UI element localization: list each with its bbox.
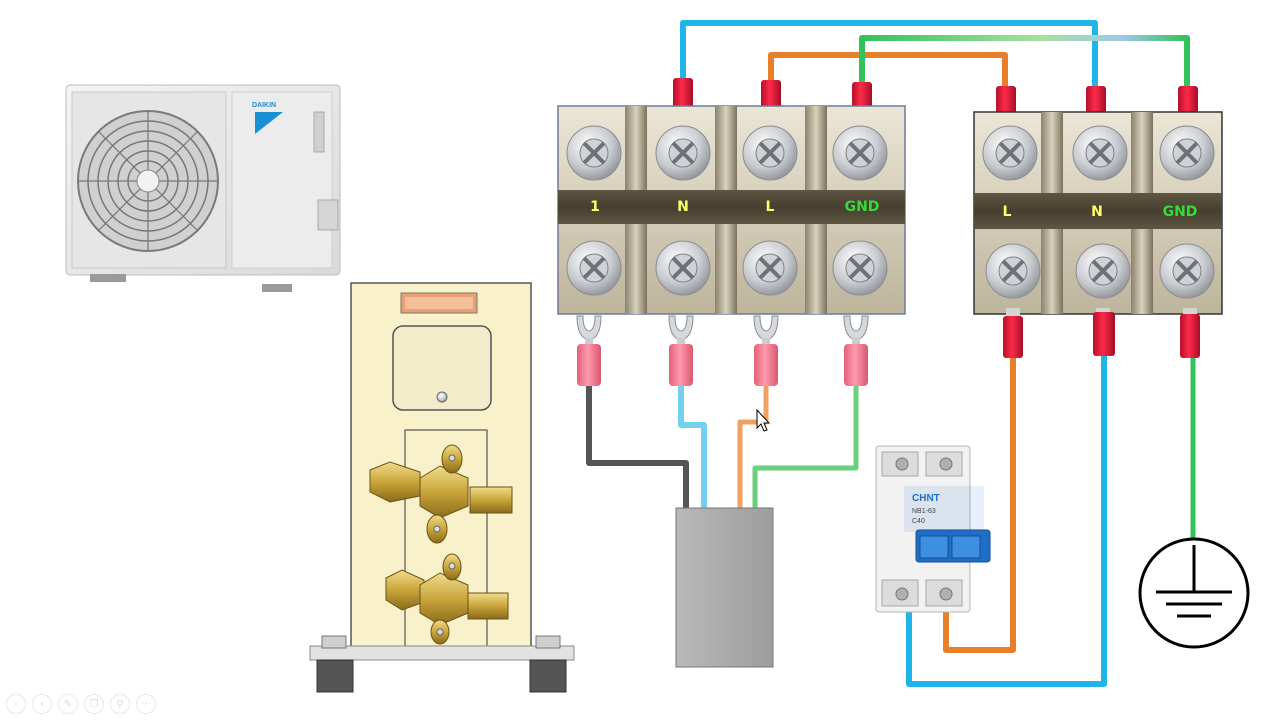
power-label-l: L bbox=[1003, 204, 1012, 220]
slide-toolbar: ‹ › ✎ ❐ ⚲ ··· bbox=[6, 694, 156, 714]
screw-icon[interactable] bbox=[566, 125, 622, 181]
pen-icon[interactable]: ✎ bbox=[58, 694, 78, 714]
connector bbox=[1180, 308, 1200, 358]
blue-neutral-supply bbox=[906, 355, 1107, 687]
screw-icon[interactable] bbox=[1159, 125, 1215, 181]
ground-symbol-icon bbox=[1138, 537, 1250, 649]
light-orange-lead-l bbox=[737, 385, 769, 510]
daikin-logo-icon bbox=[255, 112, 283, 134]
orange-bridge-wire bbox=[768, 52, 1008, 90]
outdoor-unit-brand: DAIKIN bbox=[252, 102, 276, 109]
ring-terminals bbox=[576, 315, 869, 386]
ring-terminal bbox=[753, 315, 779, 386]
prev-icon[interactable]: ‹ bbox=[6, 694, 26, 714]
screw-icon[interactable] bbox=[655, 240, 711, 296]
breaker-rating: C40 bbox=[912, 518, 925, 525]
fan-grille bbox=[77, 110, 219, 252]
bottom-connectors bbox=[1003, 308, 1200, 358]
screw-icon[interactable] bbox=[1072, 125, 1128, 181]
green-bridge-wire bbox=[859, 35, 1190, 90]
connector bbox=[1003, 308, 1023, 358]
terminal-label-gnd: GND bbox=[845, 199, 880, 215]
wires bbox=[586, 20, 1196, 687]
terminal-label-n: N bbox=[677, 199, 689, 215]
terminal-label-l: L bbox=[766, 199, 775, 215]
next-icon[interactable]: › bbox=[32, 694, 52, 714]
screw-icon[interactable] bbox=[832, 125, 888, 181]
main-terminal-block bbox=[557, 105, 906, 315]
screw-icon[interactable] bbox=[982, 125, 1038, 181]
screw-icon[interactable] bbox=[832, 240, 888, 296]
ring-terminal bbox=[843, 315, 869, 386]
outdoor-unit bbox=[65, 84, 341, 292]
ring-terminal bbox=[576, 315, 602, 386]
screw-icon[interactable] bbox=[1075, 243, 1131, 299]
mounting-base bbox=[309, 635, 575, 693]
copy-icon[interactable]: ❐ bbox=[84, 694, 104, 714]
more-icon[interactable]: ··· bbox=[136, 694, 156, 714]
screw-icon[interactable] bbox=[742, 125, 798, 181]
screw-icon[interactable] bbox=[566, 240, 622, 296]
lower-service-valve bbox=[385, 553, 509, 645]
circuit-breaker[interactable] bbox=[875, 445, 991, 613]
screw-icon[interactable] bbox=[742, 240, 798, 296]
screw-icon[interactable] bbox=[655, 125, 711, 181]
panel-screw bbox=[436, 391, 448, 403]
zoom-icon[interactable]: ⚲ bbox=[110, 694, 130, 714]
power-terminal-block bbox=[973, 111, 1223, 315]
breaker-toggle[interactable] bbox=[919, 535, 949, 559]
terminal-label-1: 1 bbox=[590, 199, 600, 215]
screw-icon[interactable] bbox=[985, 243, 1041, 299]
upper-service-valve bbox=[369, 444, 513, 544]
blue-bridge-wire bbox=[680, 20, 1098, 90]
breaker-model: NB1-63 bbox=[912, 508, 936, 515]
power-label-n: N bbox=[1091, 204, 1103, 220]
mouse-cursor-icon bbox=[756, 408, 771, 432]
orange-live-supply bbox=[943, 355, 1016, 653]
connector bbox=[1093, 308, 1115, 356]
light-green-lead-gnd bbox=[752, 385, 859, 510]
junction-box bbox=[675, 507, 774, 668]
dark-gray-lead-1 bbox=[586, 385, 689, 510]
screw-icon[interactable] bbox=[1159, 243, 1215, 299]
power-label-gnd: GND bbox=[1163, 204, 1198, 220]
light-blue-lead-n bbox=[678, 385, 707, 510]
breaker-brand: CHNT bbox=[912, 493, 940, 504]
service-valve-panel bbox=[309, 282, 575, 693]
ring-terminal bbox=[668, 315, 694, 386]
